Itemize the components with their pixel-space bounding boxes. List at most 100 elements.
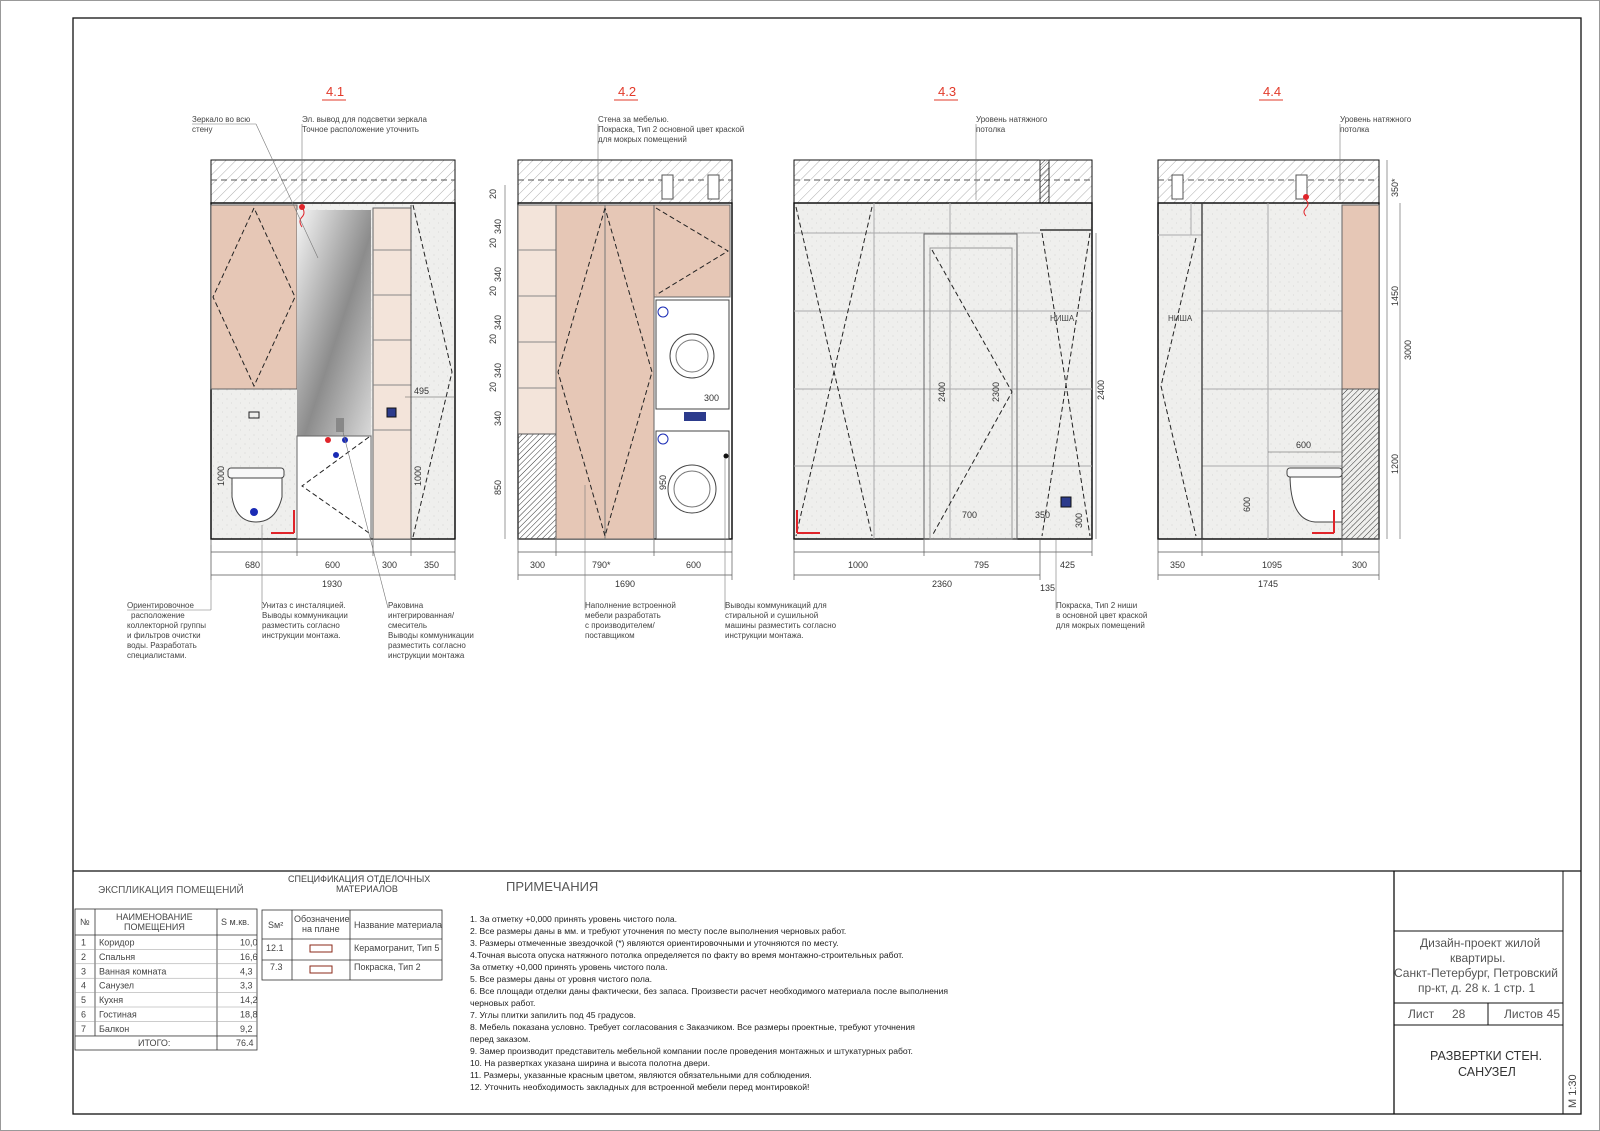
svg-text:Выводы коммуникаций для: Выводы коммуникаций для [725,601,827,610]
dim-350: 350 [1035,510,1050,520]
vdim-1200: 1200 [1390,454,1400,474]
svg-text:инструкции монтажа.: инструкции монтажа. [262,631,341,640]
svg-text:12.1: 12.1 [266,943,284,953]
dim-350: 350 [424,560,439,570]
dim-total-2360: 2360 [932,579,952,589]
sheets-total: 45 [1547,1007,1561,1021]
sheet-number: 28 [1452,1007,1466,1021]
svg-text:специалистами.: специалистами. [127,651,187,660]
svg-text:7.3: 7.3 [270,962,283,972]
spec-table: СПЕЦИФИКАЦИЯ ОТДЕЛОЧНЫХ МАТЕРИАЛОВ Sм² О… [261,874,443,981]
svg-text:коллекторной группы: коллекторной группы [127,621,206,630]
svg-text:Sм²: Sм² [268,920,283,930]
dim-300: 300 [1074,513,1084,528]
svg-text:воды. Разработать: воды. Разработать [127,641,197,650]
note-line: 3. Размеры отмеченные звездочкой (*) явл… [470,938,839,948]
annotation-sink: Раковина интегрированная/ смеситель Выво… [342,431,474,660]
dim-680: 680 [245,560,260,570]
elevation-4-2: 4.2 20 340 20 340 20 [488,84,837,640]
row-number: 4 [81,981,86,991]
svg-text:потолка: потолка [1340,125,1370,134]
annotation-mirror: Зеркало во всю стену [192,115,319,259]
vdim-1: 340 [493,219,503,234]
svg-text:потолка: потолка [976,125,1006,134]
svg-text:стену: стену [192,125,212,134]
svg-text:интегрированная/: интегрированная/ [388,611,455,620]
svg-text:Стена за мебелью.: Стена за мебелью. [598,115,669,124]
annotation-washer-outlets: Выводы коммуникаций для стиральной и суш… [724,458,837,640]
elevation-label: 4.4 [1263,84,1281,99]
dim-total-1690: 1690 [615,579,635,589]
svg-text:Ориентировочное: Ориентировочное [127,601,195,610]
svg-text:смеситель: смеситель [388,621,427,630]
vdim-1450: 1450 [1390,286,1400,306]
vdim-6: 20 [488,334,498,344]
row-name: Ванная комната [99,966,166,976]
vdim-10: 850 [493,480,503,495]
svg-text:расположение: расположение [131,611,185,620]
svg-text:Покраска, Тип 2 ниши: Покраска, Тип 2 ниши [1056,601,1137,610]
svg-text:стиральной и сушильной: стиральной и сушильной [725,611,818,620]
note-line: 7. Углы плитки запилить под 45 градусов. [470,1010,636,1020]
title-block: Дизайн-проект жилой квартиры. Санкт-Пете… [1394,930,1579,1108]
vdim-8: 20 [488,382,498,392]
dim-1095: 1095 [1262,560,1282,570]
row-number: 2 [81,952,86,962]
elevation-label: 4.3 [938,84,956,99]
svg-text:Унитаз с инсталяцией.: Унитаз с инсталяцией. [262,601,346,610]
dim-600-v: 600 [1242,497,1252,512]
sheet-title-1: РАЗВЕРТКИ СТЕН. [1430,1049,1542,1063]
row-number: 1 [81,938,86,948]
svg-text:и фильтров очистки: и фильтров очистки [127,631,201,640]
dim-600-h: 600 [1296,440,1311,450]
annotation-wc: Унитаз с инсталяцией. Выводы коммуникаци… [261,525,348,640]
row-name: Спальня [99,952,135,962]
scale-label: М 1:30 [1567,1074,1579,1108]
svg-text:S м.кв.: S м.кв. [221,917,249,927]
dim-1000: 1000 [848,560,868,570]
svg-text:разместить согласно: разместить согласно [262,621,340,630]
project-line-2: квартиры. [1450,951,1505,965]
note-line: За отметку +0,000 принять уровень чистог… [470,962,667,972]
annotation-furniture-fill: Наполнение встроенной мебели разработать… [584,485,676,640]
dim-washer-950: 950 [658,475,668,490]
note-line: 6. Все площади отделки даны фактически, … [470,986,948,996]
row-name: Кухня [99,995,123,1005]
notes-block: ПРИМЕЧАНИЯ 1. За отметку +0,000 принять … [470,879,948,1092]
svg-text:для мокрых помещений: для мокрых помещений [1056,621,1145,630]
total-label: ИТОГО: [138,1038,170,1048]
explication-title: ЭКСПЛИКАЦИЯ ПОМЕЩЕНИЙ [98,883,244,896]
notes-title: ПРИМЕЧАНИЯ [506,879,598,894]
svg-text:Обозначение: Обозначение [294,914,350,924]
svg-text:на плане: на плане [302,924,340,934]
svg-text:Уровень натяжного: Уровень натяжного [976,115,1048,124]
svg-text:Листов: Листов [1504,1007,1543,1021]
elevation-label: 4.1 [326,84,344,99]
row-area: 16,6 [240,952,258,962]
vdim-350: 350* [1390,178,1400,197]
note-line: 4.Точная высота опуска натяжного потолка… [470,950,904,960]
svg-text:Название материала: Название материала [354,920,442,930]
dim-350: 350 [1170,560,1185,570]
svg-text:Наполнение встроенной: Наполнение встроенной [585,601,676,610]
note-line: 8. Мебель показана условно. Требует согл… [470,1022,915,1032]
svg-text:Уровень натяжного: Уровень натяжного [1340,115,1412,124]
row-area: 10,0 [240,938,258,948]
dim-total-1745: 1745 [1258,579,1278,589]
dim-niche-2400: 2400 [1096,380,1106,400]
note-line: 10. На развертках указана ширина и высот… [470,1058,710,1068]
note-line: 2. Все размеры даны в мм. и требуют уточ… [470,926,846,936]
dim-outlets-300: 300 [704,393,719,403]
elevation-4-1: 4.1 10 [127,84,474,660]
elevation-4-3: 4.3 2400 2300 700 350 300 2400 НИША [793,84,1147,630]
svg-text:Покраска, Тип 2: Покраска, Тип 2 [354,962,421,972]
svg-text:для мокрых помещений: для мокрых помещений [598,135,687,144]
dim-135: 135 [1040,583,1055,593]
sheet-title-2: САНУЗЕЛ [1458,1065,1516,1079]
total-value: 76.4 [236,1038,254,1048]
vdim-0: 20 [488,189,498,199]
row-number: 5 [81,995,86,1005]
svg-text:Керамогранит, Тип 5: Керамогранит, Тип 5 [354,943,439,953]
elevation-label: 4.2 [618,84,636,99]
vdim-5: 340 [493,315,503,330]
